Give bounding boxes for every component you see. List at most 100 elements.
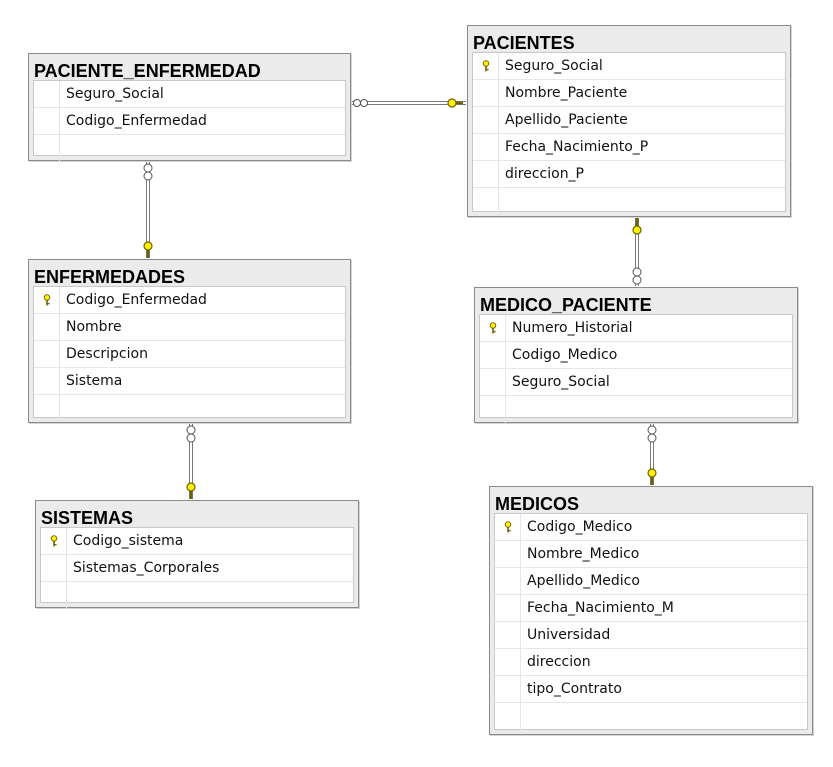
row-gutter: [34, 368, 60, 394]
column-row[interactable]: Seguro_Social: [480, 369, 792, 396]
one-end-key-icon: [143, 241, 153, 251]
column-row[interactable]: Apellido_Medico: [495, 568, 807, 595]
empty-row: [34, 135, 345, 162]
row-gutter: [495, 541, 521, 567]
many-end-icon: [353, 99, 361, 107]
row-gutter: [473, 161, 499, 187]
table-title: ENFERMEDADES: [34, 267, 186, 286]
many-end-icon: [647, 433, 657, 443]
column-row[interactable]: Sistema: [34, 368, 345, 395]
relationship-enfermedades-paciente_enfermedad: [143, 162, 153, 258]
column-row[interactable]: Nombre: [34, 314, 345, 341]
column-name: Numero_Historial: [512, 320, 633, 336]
empty-row: [41, 582, 353, 609]
row-gutter: [480, 396, 506, 423]
empty-row: [473, 188, 785, 215]
column-row[interactable]: direccion: [495, 649, 807, 676]
row-gutter: [34, 341, 60, 367]
column-row[interactable]: Codigo_Medico: [495, 514, 807, 541]
column-row[interactable]: Seguro_Social: [473, 53, 785, 80]
column-row[interactable]: direccion_P: [473, 161, 785, 188]
column-name: direccion: [527, 654, 591, 670]
primary-key-icon: [489, 322, 496, 334]
row-gutter: [41, 555, 67, 581]
many-end-icon: [143, 171, 153, 181]
key-end-stem: [455, 101, 463, 105]
table-title: PACIENTES: [473, 33, 575, 52]
column-name: Codigo_Medico: [527, 519, 633, 535]
column-row[interactable]: Codigo_Medico: [480, 342, 792, 369]
primary-key-icon: [482, 60, 489, 72]
row-gutter: [34, 108, 60, 134]
row-gutter: [495, 595, 521, 621]
column-row[interactable]: Fecha_Nacimiento_M: [495, 595, 807, 622]
column-name: Fecha_Nacimiento_P: [505, 139, 649, 155]
primary-key-icon: [50, 535, 57, 547]
column-name: Universidad: [527, 627, 611, 643]
row-gutter: [34, 81, 60, 107]
row-gutter: [495, 649, 521, 675]
column-row[interactable]: Sistemas_Corporales: [41, 555, 353, 582]
row-gutter: [495, 703, 521, 730]
row-gutter: [473, 53, 499, 79]
row-gutter: [495, 622, 521, 648]
column-name: Fecha_Nacimiento_M: [527, 600, 674, 616]
empty-row: [34, 395, 345, 422]
relationship-sistemas-enfermedades: [186, 424, 196, 499]
column-name: Seguro_Social: [505, 58, 603, 74]
column-row[interactable]: Descripcion: [34, 341, 345, 368]
empty-row: [480, 396, 792, 423]
column-row[interactable]: Apellido_Paciente: [473, 107, 785, 134]
column-name: Seguro_Social: [512, 374, 610, 390]
column-name: Codigo_Medico: [512, 347, 618, 363]
key-end-stem: [635, 218, 639, 226]
row-gutter: [34, 395, 60, 422]
column-row[interactable]: Codigo_Enfermedad: [34, 108, 345, 135]
row-gutter: [480, 342, 506, 368]
column-row[interactable]: tipo_Contrato: [495, 676, 807, 703]
row-gutter: [495, 514, 521, 540]
key-end-stem: [146, 250, 150, 258]
column-row[interactable]: Codigo_sistema: [41, 528, 353, 555]
empty-row: [495, 703, 807, 730]
many-end-icon: [647, 425, 657, 435]
primary-key-icon: [504, 521, 511, 533]
row-gutter: [41, 582, 67, 609]
one-end-key-icon: [632, 225, 642, 235]
many-end-icon: [632, 267, 642, 277]
column-name: Codigo_sistema: [73, 533, 184, 549]
column-row[interactable]: Universidad: [495, 622, 807, 649]
row-gutter: [480, 315, 506, 341]
column-name: Codigo_Enfermedad: [66, 292, 207, 308]
column-row[interactable]: Seguro_Social: [34, 81, 345, 108]
column-row[interactable]: Fecha_Nacimiento_P: [473, 134, 785, 161]
column-name: Nombre_Medico: [527, 546, 640, 562]
column-row[interactable]: Nombre_Paciente: [473, 80, 785, 107]
column-row[interactable]: Numero_Historial: [480, 315, 792, 342]
column-row[interactable]: Codigo_Enfermedad: [34, 287, 345, 314]
one-end-key-icon: [447, 98, 457, 108]
row-gutter: [34, 135, 60, 162]
column-name: Apellido_Paciente: [505, 112, 628, 128]
row-gutter: [480, 369, 506, 395]
row-gutter: [495, 568, 521, 594]
column-name: Seguro_Social: [66, 86, 164, 102]
one-end-key-icon: [186, 482, 196, 492]
row-gutter: [34, 314, 60, 340]
column-row[interactable]: Nombre_Medico: [495, 541, 807, 568]
many-end-icon: [186, 433, 196, 443]
column-name: tipo_Contrato: [527, 681, 622, 697]
table-title: SISTEMAS: [41, 508, 134, 527]
